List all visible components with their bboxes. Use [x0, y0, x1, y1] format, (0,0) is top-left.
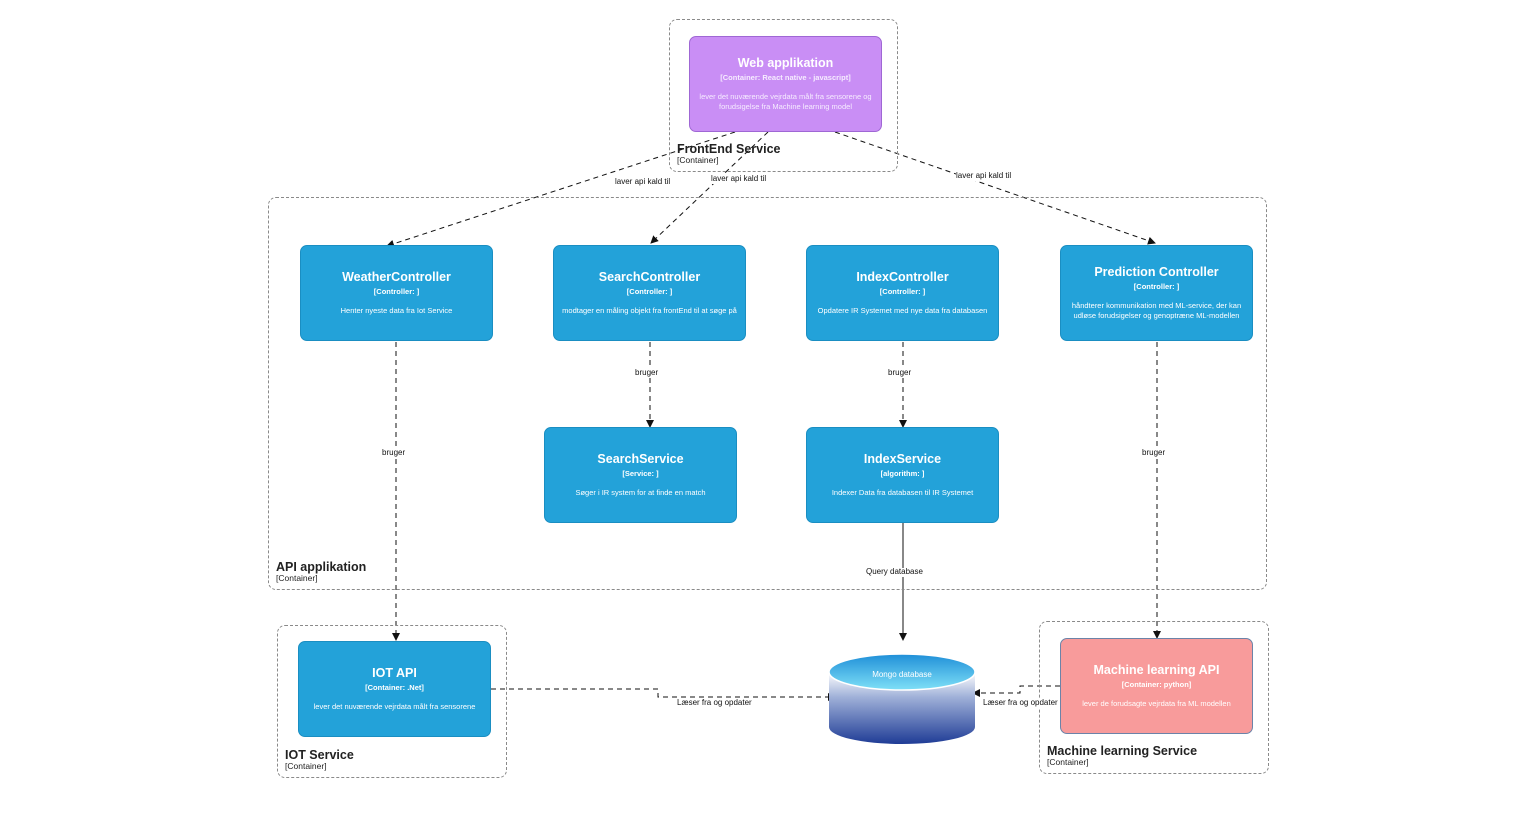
edge-label-web-to-weather: laver api kald til	[615, 177, 671, 187]
edge-iot-db	[491, 688, 836, 701]
weather-controller-node[interactable]: WeatherController [Controller: ] Henter …	[300, 245, 493, 341]
boundary-type: [Container]	[1047, 757, 1089, 768]
node-name: IndexService	[863, 452, 942, 467]
node-desc: Søger i IR system for at finde en match	[575, 488, 706, 498]
edge-label-prediction-uses: bruger	[1142, 448, 1166, 458]
node-name: Prediction Controller	[1094, 265, 1219, 280]
edge-label-ml-db: Læser fra og opdater	[983, 698, 1058, 708]
edge-label-web-to-prediction: laver api kald til	[956, 171, 1012, 181]
mongo-database-cylinder	[828, 653, 976, 744]
node-desc: lever de forudsagte vejrdata fra ML mode…	[1082, 699, 1231, 709]
node-desc: Henter nyeste data fra Iot Service	[340, 306, 453, 316]
ml-service-label: Machine learning Service [Container]	[1047, 744, 1197, 768]
search-service-node[interactable]: SearchService [Service: ] Søger i IR sys…	[544, 427, 737, 523]
edge-label-iot-db: Læser fra og opdater	[677, 698, 752, 708]
edge-label-index-query: Query database	[866, 567, 923, 577]
node-desc: lever det nuværende vejrdata målt fra se…	[313, 702, 476, 712]
frontend-service-label: FrontEnd Service [Container]	[677, 142, 781, 166]
web-applikation-node[interactable]: Web applikation [Container: React native…	[689, 36, 882, 132]
prediction-controller-node[interactable]: Prediction Controller [Controller: ] hån…	[1060, 245, 1253, 341]
mongo-database-label: Mongo database	[872, 670, 932, 679]
node-name: IOT API	[372, 666, 417, 681]
boundary-name: API applikation	[276, 559, 367, 574]
boundary-name: IOT Service	[285, 747, 354, 762]
boundary-name: Machine learning Service	[1047, 743, 1198, 758]
iot-service-boundary: IOT Service [Container]	[277, 625, 507, 778]
index-controller-node[interactable]: IndexController [Controller: ] Opdatere …	[806, 245, 999, 341]
index-service-node[interactable]: IndexService [algorithm: ] Indexer Data …	[806, 427, 999, 523]
node-desc: lever det nuværende vejrdata målt fra se…	[699, 92, 872, 111]
api-applikation-label: API applikation [Container]	[276, 560, 366, 584]
edge-web-to-weather	[386, 131, 736, 248]
node-desc: Opdatere IR Systemet med nye data fra da…	[817, 306, 988, 316]
node-tech: [Container: python]	[1121, 680, 1192, 690]
boundary-type: [Container]	[285, 761, 327, 772]
search-controller-node[interactable]: SearchController [Controller: ] modtager…	[553, 245, 746, 341]
node-tech: [Controller: ]	[373, 287, 420, 297]
node-tech: [Service: ]	[622, 469, 659, 479]
edge-label-weather-uses: bruger	[382, 448, 406, 458]
node-desc: håndterer kommunikation med ML-service, …	[1071, 301, 1242, 320]
edge-label-search-uses: bruger	[635, 368, 659, 378]
edge-ml-db	[972, 685, 1060, 697]
iot-api-node[interactable]: IOT API [Container: .Net] lever det nuvæ…	[298, 641, 491, 737]
api-applikation-boundary: API applikation [Container]	[268, 197, 1267, 590]
edge-web-to-prediction	[834, 131, 1156, 245]
node-tech: [Controller: ]	[879, 287, 926, 297]
machine-learning-api-node[interactable]: Machine learning API [Container: python]…	[1060, 638, 1253, 734]
node-tech: [Container: React native - javascript]	[720, 73, 851, 83]
node-desc: Indexer Data fra databasen til IR System…	[831, 488, 974, 498]
iot-service-label: IOT Service [Container]	[285, 748, 354, 772]
node-name: WeatherController	[342, 270, 451, 285]
node-tech: [Controller: ]	[1133, 282, 1180, 292]
node-name: Web applikation	[737, 56, 834, 71]
node-tech: [algorithm: ]	[880, 469, 925, 479]
boundary-type: [Container]	[677, 155, 719, 166]
node-desc: modtager en måling objekt fra frontEnd t…	[562, 306, 737, 316]
node-tech: [Controller: ]	[626, 287, 673, 297]
node-name: SearchService	[597, 452, 684, 467]
boundary-name: FrontEnd Service	[677, 141, 781, 156]
boundary-type: [Container]	[276, 573, 318, 584]
frontend-service-boundary: FrontEnd Service [Container]	[669, 19, 898, 172]
node-name: Machine learning API	[1093, 663, 1220, 678]
node-name: IndexController	[856, 270, 949, 285]
node-name: SearchController	[598, 270, 701, 285]
node-tech: [Container: .Net]	[365, 683, 424, 693]
edge-label-web-to-search: laver api kald til	[711, 174, 767, 184]
edge-label-index-uses: bruger	[888, 368, 912, 378]
ml-service-boundary: Machine learning Service [Container]	[1039, 621, 1269, 774]
